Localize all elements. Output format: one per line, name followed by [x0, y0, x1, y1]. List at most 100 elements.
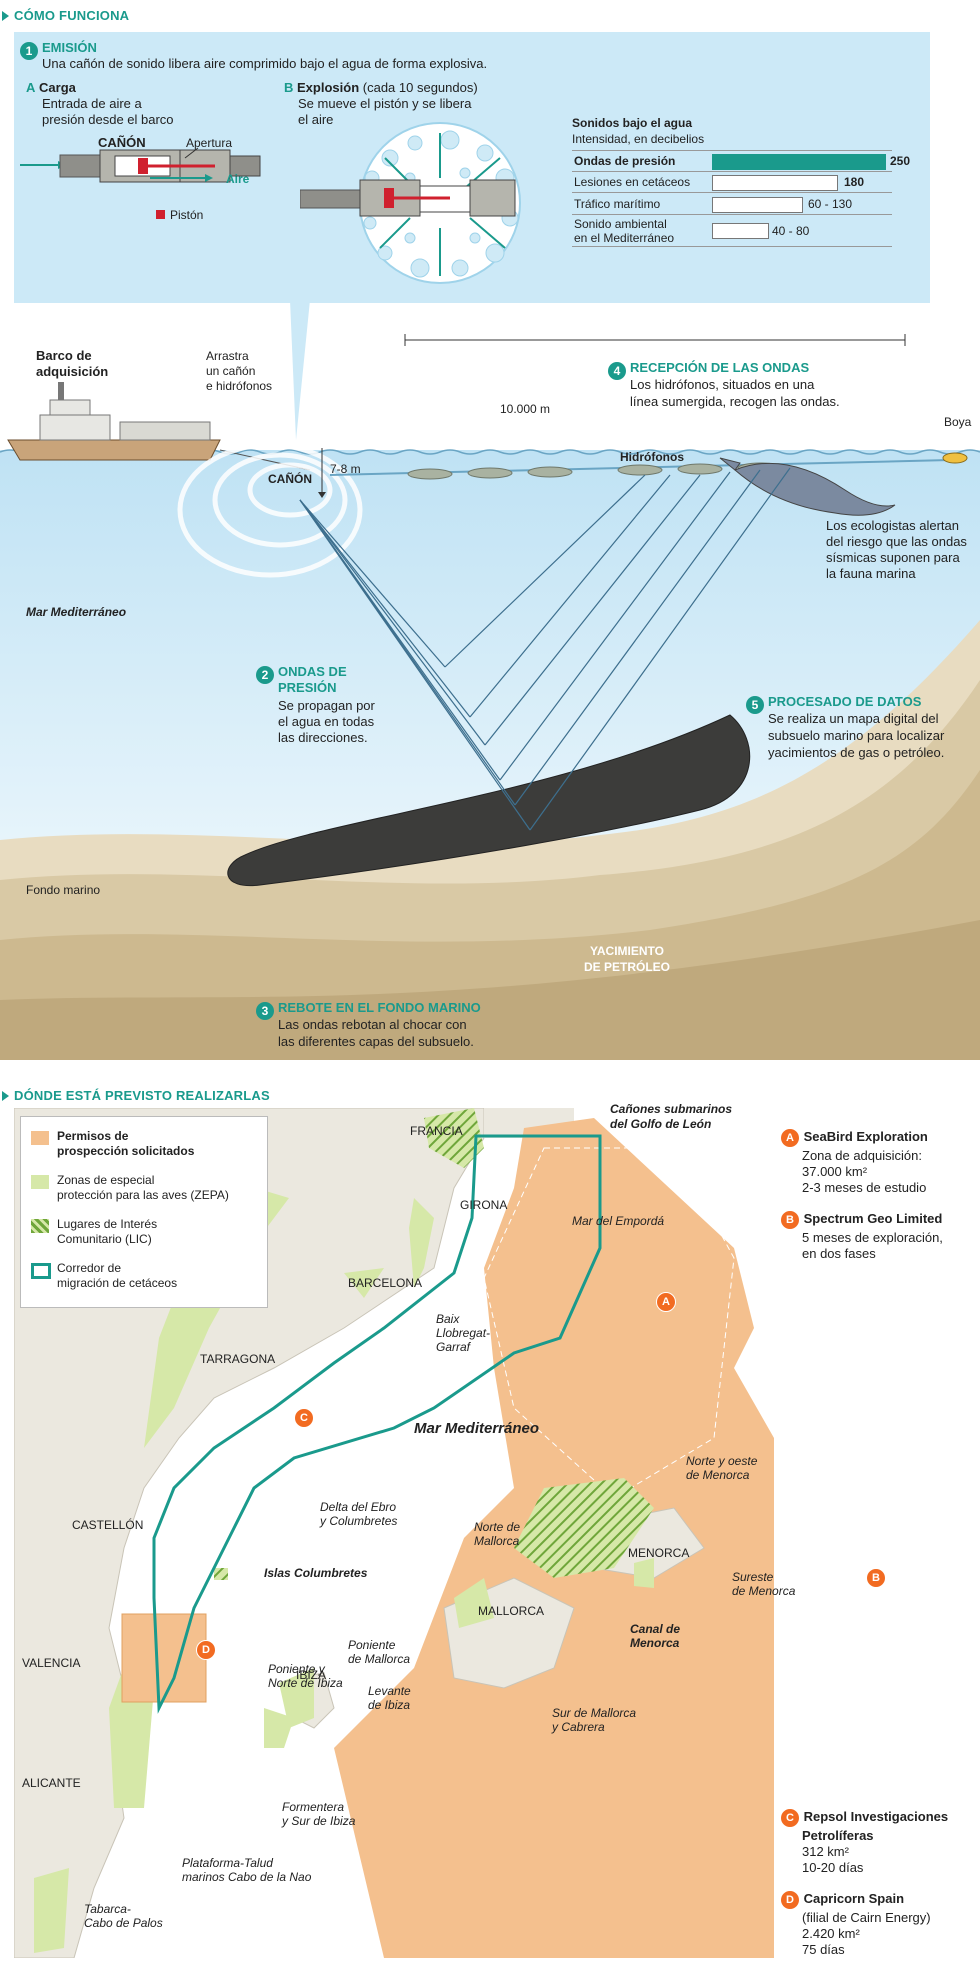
- marker-b: B: [866, 1568, 886, 1588]
- legend-label: Lugares de Interés: [57, 1217, 158, 1231]
- tow-label-3: e hidrófonos: [206, 379, 273, 393]
- row-value: 180: [844, 175, 865, 189]
- row-label: Lesiones en cetáceos: [574, 175, 691, 189]
- carga-line1: Entrada de aire a: [42, 96, 142, 111]
- zone-formentera-1: Formentera: [282, 1800, 345, 1814]
- row-value: 60 - 130: [808, 197, 853, 211]
- zone-ponienteibiza-1: Poniente y: [268, 1662, 325, 1676]
- zone-norteoeste-2: de Menorca: [686, 1468, 750, 1482]
- zone-baix-1: Baix: [436, 1312, 460, 1326]
- section-title-como-funciona: CÓMO FUNCIONA: [2, 8, 129, 23]
- bar-lesiones: [712, 175, 838, 191]
- company-a: A SeaBird Exploration Zona de adquisició…: [780, 1128, 928, 1196]
- sounds-table: Ondas de presión 250 Lesiones en cetáceo…: [572, 150, 922, 250]
- explosion-heading: B Explosión (cada 10 segundos): [284, 80, 478, 95]
- zone-plataforma-1: Plataforma-Talud: [182, 1856, 273, 1870]
- place-barcelona: BARCELONA: [348, 1276, 423, 1290]
- zone-canal-2: Menorca: [630, 1636, 680, 1650]
- distance-label: 10.000 m: [500, 402, 551, 416]
- map: [14, 1108, 774, 1958]
- company-a-name: SeaBird Exploration: [803, 1129, 928, 1144]
- bar-trafico: [712, 197, 803, 213]
- ship-label-line2: adquisición: [36, 364, 109, 379]
- place-menorca: MENORCA: [628, 1546, 690, 1560]
- zone-baix-2: Llobregat-: [436, 1326, 491, 1340]
- row-label: Tráfico marítimo: [574, 197, 661, 211]
- ecologistas-line4: la fauna marina: [826, 566, 916, 581]
- legend-label: Permisos de: [57, 1129, 129, 1143]
- ondas-line3: las direcciones.: [278, 730, 368, 745]
- zone-canones-2: del Golfo de León: [610, 1117, 712, 1131]
- company-b: B Spectrum Geo Limited 5 meses de explor…: [780, 1210, 943, 1262]
- zone-poniente-1: Poniente: [348, 1638, 396, 1652]
- zone-plataforma-2: marinos Cabo de la Nao: [182, 1870, 312, 1884]
- company-c-marker: C: [780, 1808, 800, 1828]
- row-value: 40 - 80: [772, 224, 810, 238]
- ondas-line2: el agua en todas: [278, 714, 375, 729]
- zone-poniente-2: de Mallorca: [348, 1652, 411, 1666]
- place-ibiza: IBIZA: [296, 1668, 327, 1682]
- seafloor-label: Fondo marino: [26, 883, 101, 897]
- hydrophones-label: Hidrófonos: [620, 450, 684, 464]
- legend-label: Corredor de: [57, 1261, 122, 1275]
- company-d-name: Capricorn Spain: [803, 1891, 905, 1906]
- zone-delta-1: Delta del Ebro: [320, 1500, 397, 1514]
- company-c: C Repsol Investigaciones Petrolíferas 31…: [780, 1808, 948, 1876]
- legend-swatch-zepa: [31, 1175, 49, 1189]
- company-a-line2: 37.000 km²: [802, 1164, 868, 1179]
- zone-columbretes: Islas Columbretes: [264, 1566, 368, 1580]
- table-row: Tráfico marítimo 60 - 130: [572, 194, 892, 215]
- cannon-load-diagram: [20, 147, 261, 219]
- zone-nortemallorca-1: Norte de: [474, 1520, 521, 1534]
- reservoir-label-2: DE PETRÓLEO: [583, 960, 670, 974]
- company-b-name: Spectrum Geo Limited: [803, 1211, 943, 1226]
- legend-swatch-lic: [31, 1219, 49, 1233]
- zone-sureste-2: de Menorca: [732, 1584, 796, 1598]
- reservoir-label-1: YACIMIENTO: [589, 944, 664, 958]
- ship-illustration: [7, 382, 221, 461]
- legend-label: migración de cetáceos: [57, 1276, 178, 1290]
- company-d-line2: 2.420 km²: [802, 1926, 860, 1941]
- seismic-scene: [0, 300, 980, 1060]
- place-valencia: VALENCIA: [22, 1656, 81, 1670]
- legend-label: Comunitario (LIC): [57, 1232, 152, 1246]
- ecologistas-line3: sísmicas suponen para: [826, 550, 960, 565]
- company-c-line2: 10-20 días: [802, 1860, 864, 1875]
- table-row: Lesiones en cetáceos 180: [572, 172, 892, 193]
- carga-heading: A Carga: [26, 80, 76, 95]
- marker-a: A: [656, 1292, 676, 1312]
- zone-delta-2: y Columbretes: [320, 1514, 398, 1528]
- ship-label-line1: Barco de: [36, 348, 92, 363]
- place-francia: FRANCIA: [410, 1124, 463, 1138]
- zone-canal-1: Canal de: [630, 1622, 681, 1636]
- row-label: Sonido ambiental: [574, 217, 667, 231]
- explosion-bubble-diagram: [300, 122, 521, 284]
- zone-ponienteibiza-2: Norte de Ibiza: [268, 1676, 343, 1690]
- procesado-line3: yacimientos de gas o petróleo.: [768, 745, 945, 760]
- place-mar: Mar Mediterráneo: [414, 1420, 540, 1437]
- tow-label-1: Arrastra: [206, 349, 249, 363]
- place-girona: GIRONA: [460, 1198, 508, 1212]
- legend-label: protección para las aves (ZEPA): [57, 1188, 229, 1202]
- bar-ondas-presion: [712, 154, 886, 170]
- rebote-line2: las diferentes capas del subsuelo.: [278, 1034, 474, 1049]
- company-a-marker: A: [780, 1128, 800, 1148]
- place-alicante: ALICANTE: [22, 1776, 81, 1790]
- zone-canones-1: Cañones submarinos: [610, 1102, 733, 1116]
- company-a-line1: Zona de adquisición:: [802, 1148, 922, 1163]
- depth-label: 7-8 m: [330, 462, 361, 476]
- zone-levante-2: de Ibiza: [368, 1698, 411, 1712]
- zone-levante-1: Levante: [368, 1684, 411, 1698]
- explosion-line2: el aire: [298, 112, 334, 127]
- company-a-line3: 2-3 meses de estudio: [802, 1180, 927, 1195]
- ondas-title-2: PRESIÓN: [278, 680, 337, 695]
- carga-line2: presión desde el barco: [42, 112, 174, 127]
- company-c-name: Repsol Investigaciones: [803, 1809, 949, 1824]
- zone-nortemallorca-2: Mallorca: [474, 1534, 520, 1548]
- zone-tabarca-2: Cabo de Palos: [84, 1916, 163, 1930]
